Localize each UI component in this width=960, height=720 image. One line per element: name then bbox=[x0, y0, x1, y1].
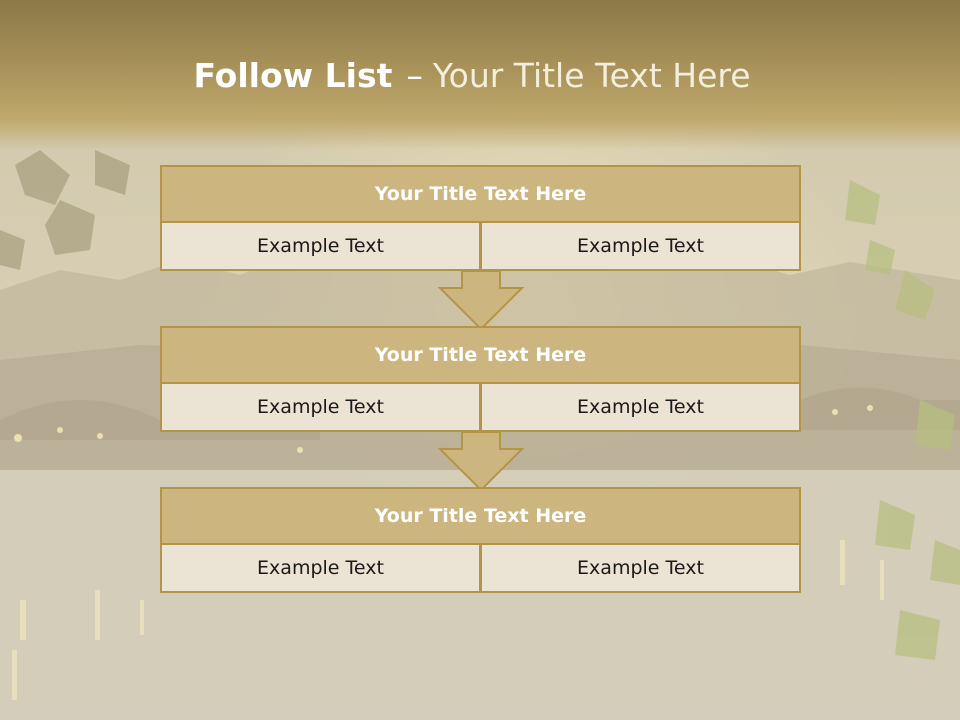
block-title: Your Title Text Here bbox=[160, 487, 801, 545]
list-block-2: Your Title Text Here Example Text Exampl… bbox=[160, 326, 801, 432]
header-band bbox=[0, 0, 960, 150]
block-cell-left: Example Text bbox=[160, 221, 481, 271]
slide-title: Follow List–Your Title Text Here bbox=[0, 56, 944, 95]
title-rest: Your Title Text Here bbox=[432, 56, 751, 95]
block-title: Your Title Text Here bbox=[160, 326, 801, 384]
list-block-3: Your Title Text Here Example Text Exampl… bbox=[160, 487, 801, 593]
title-strong: Follow List bbox=[193, 56, 393, 95]
block-cell-right: Example Text bbox=[480, 221, 801, 271]
down-arrow-icon bbox=[437, 270, 525, 331]
block-cell-left: Example Text bbox=[160, 543, 481, 593]
block-cell-right: Example Text bbox=[480, 543, 801, 593]
list-block-1: Your Title Text Here Example Text Exampl… bbox=[160, 165, 801, 271]
down-arrow-icon bbox=[437, 431, 525, 492]
block-cell-left: Example Text bbox=[160, 382, 481, 432]
title-separator: – bbox=[406, 56, 423, 95]
block-title: Your Title Text Here bbox=[160, 165, 801, 223]
block-cell-right: Example Text bbox=[480, 382, 801, 432]
